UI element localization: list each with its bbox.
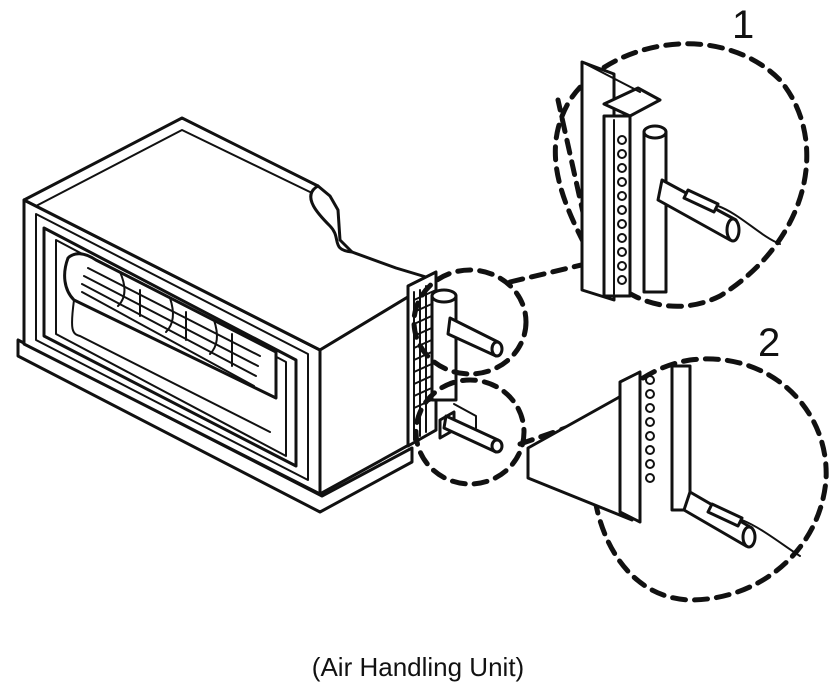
detail-view-1 (552, 41, 810, 309)
callout-number-1: 1 (732, 3, 754, 47)
figure-caption: (Air Handling Unit) (312, 652, 524, 682)
detail-view-2 (526, 356, 829, 603)
callout-circle-lower-pipe (413, 377, 527, 487)
callout-circle-upper-pipe (411, 267, 529, 377)
air-handling-unit-illustration (16, 116, 504, 514)
callout-number-2: 2 (758, 321, 780, 365)
